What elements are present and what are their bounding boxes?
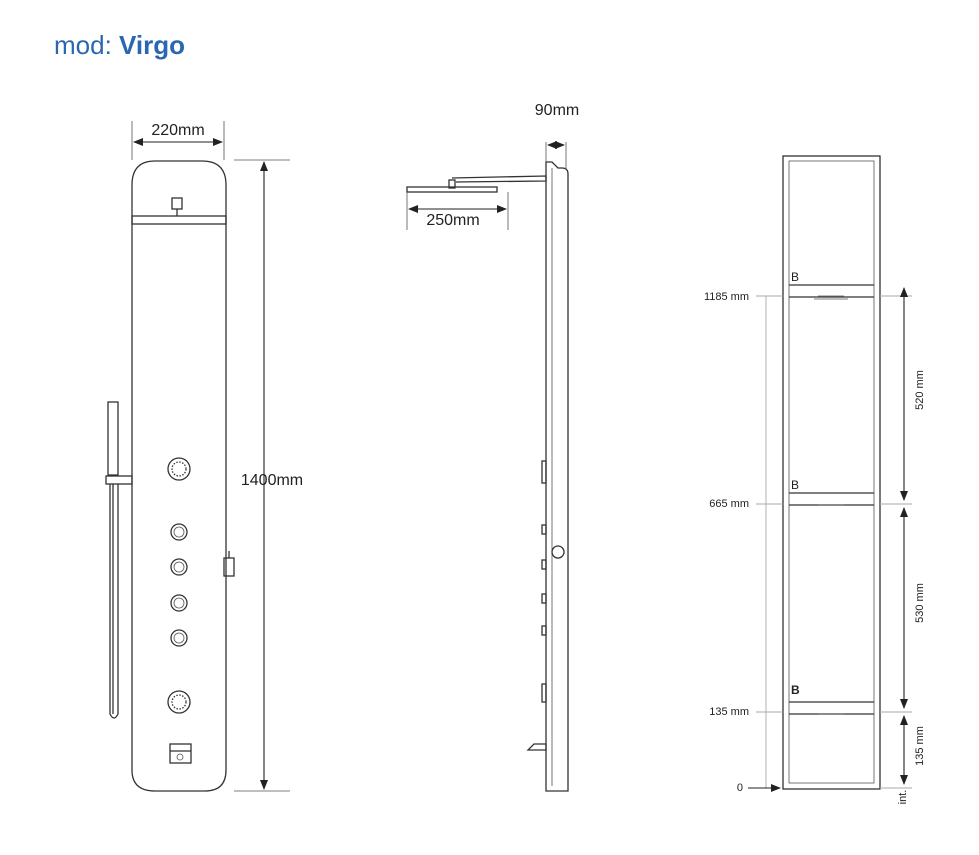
front-panel-outline	[131, 160, 227, 792]
page-title: mod: Virgo	[54, 30, 185, 61]
jet-upper-outer	[167, 457, 191, 481]
jet-lower-outer	[167, 690, 191, 714]
hand-shower-holder	[105, 475, 133, 485]
spout	[169, 743, 192, 764]
side-head-label: 250mm	[426, 212, 479, 229]
span-label-520: 520 mm	[914, 370, 926, 410]
niche-outer	[782, 155, 881, 790]
level-label-1185: 1185 mm	[704, 291, 749, 303]
level-label-665: 665 mm	[709, 498, 749, 510]
shelf-marker-1185: B	[791, 270, 799, 284]
side-view: 90mm 250mm	[406, 102, 579, 792]
front-view: 220mm 1400mm	[105, 121, 303, 792]
shelf-665	[789, 492, 874, 506]
front-head-connector	[171, 197, 183, 210]
control-knob-2	[170, 558, 188, 576]
shelf-marker-665: B	[791, 478, 799, 492]
span-label-135: 135 mm	[914, 726, 926, 766]
niche-inner	[788, 160, 875, 784]
level-label-0: 0	[737, 782, 743, 794]
title-prefix: mod:	[54, 30, 112, 60]
span-label-530: 530 mm	[914, 583, 926, 623]
front-head-bar	[131, 215, 227, 225]
base-note: int.	[897, 790, 909, 805]
title-model-name: Virgo	[119, 30, 186, 60]
side-depth-label: 90mm	[535, 102, 579, 119]
control-knob-4	[170, 629, 188, 647]
front-width-label: 220mm	[151, 122, 204, 139]
shelf-1185	[789, 284, 874, 300]
front-height-label: 1400mm	[241, 472, 303, 489]
control-knob-1	[170, 523, 188, 541]
jet-lower-inner	[171, 694, 187, 710]
side-spout	[526, 743, 547, 751]
level-label-135: 135 mm	[709, 706, 749, 718]
shelf-135	[789, 701, 874, 715]
hand-shower-head	[107, 401, 119, 476]
side-shower-head	[406, 186, 498, 193]
side-knob-circle	[551, 545, 565, 559]
side-shower-arm	[451, 175, 547, 183]
hand-shower-hose	[109, 484, 119, 719]
install-view: B B B 1185 mm 665 mm 135 mm 0 520 mm 530…	[704, 155, 926, 805]
shelf-marker-135: B	[791, 683, 800, 697]
jet-upper-inner	[171, 461, 187, 477]
control-knob-3	[170, 594, 188, 612]
side-panel-body	[545, 161, 569, 792]
